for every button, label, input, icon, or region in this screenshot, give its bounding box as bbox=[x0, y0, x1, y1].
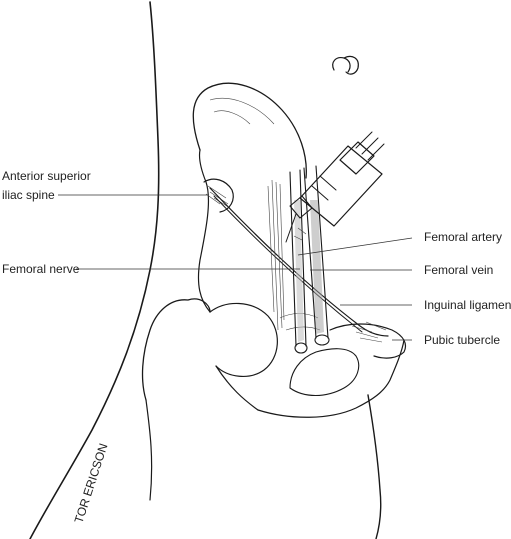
pubic-bone-outline bbox=[329, 323, 407, 359]
femoral-head bbox=[209, 302, 278, 377]
femoral-nerve bbox=[267, 179, 285, 331]
label-pubic-tubercle: Pubic tubercle bbox=[424, 333, 500, 347]
label-asis-line2: iliac spine bbox=[2, 188, 55, 202]
inguinal-ligament bbox=[209, 187, 389, 337]
greater-trochanter bbox=[141, 298, 211, 401]
orientation-mark bbox=[332, 55, 359, 75]
label-femoral-artery: Femoral artery bbox=[424, 230, 502, 244]
ilium-inner-contour bbox=[209, 98, 275, 125]
iliac-crest bbox=[192, 82, 307, 179]
inguinal-ligament-lower-edge bbox=[213, 195, 363, 333]
femoral-vein bbox=[303, 165, 329, 339]
femoral-vein-cross-section bbox=[314, 334, 330, 346]
label-asis-line1: Anterior superior bbox=[2, 169, 91, 183]
body-outline-left bbox=[29, 1, 160, 539]
vein-shading bbox=[310, 200, 324, 334]
vessel-shading bbox=[294, 200, 304, 342]
obturator-contour bbox=[289, 348, 360, 397]
thigh-outline-right bbox=[367, 394, 382, 539]
leader-femoral-artery bbox=[297, 237, 413, 256]
artist-signature: TOR ERICSON bbox=[72, 442, 111, 525]
label-femoral-vein: Femoral vein bbox=[424, 263, 493, 277]
pubic-tubercle-hatching bbox=[351, 321, 387, 343]
asis-bone-contour bbox=[203, 178, 234, 213]
femoral-shaft-outline bbox=[145, 365, 259, 501]
pubic-ramus bbox=[257, 339, 405, 418]
ilium-lower-contour bbox=[197, 149, 211, 313]
syringe bbox=[285, 131, 385, 243]
femoral-artery-cross-section bbox=[294, 342, 308, 354]
femoral-artery bbox=[289, 169, 307, 347]
label-femoral-nerve: Femoral nerve bbox=[2, 262, 80, 276]
label-inguinal-ligament: Inguinal ligament bbox=[424, 298, 511, 312]
